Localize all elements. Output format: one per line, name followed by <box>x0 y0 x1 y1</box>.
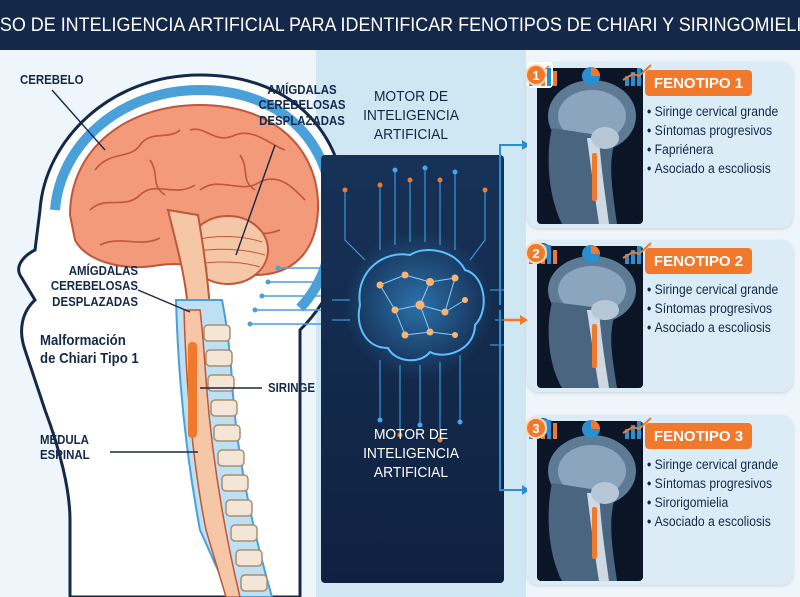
trend-chart-icon <box>622 242 652 264</box>
label-malformacion: Malformación de Chiari Tipo 1 <box>40 332 139 367</box>
circuit-nodes <box>342 177 488 443</box>
phenotype-number-1: 1 <box>525 64 547 86</box>
trend-chart-icon <box>622 417 652 439</box>
phenotype-title-1: FENOTIPO 1 <box>645 70 752 96</box>
motor-title-bottom: MOTOR DE INTELIGENCIA ARTIFICIAL <box>363 426 459 481</box>
phenotype-title-2: FENOTIPO 2 <box>645 248 752 274</box>
mri-scan-3 <box>537 421 643 581</box>
mini-charts-1 <box>529 64 652 86</box>
trait-item: Síntomas progresivos <box>647 299 778 318</box>
label-amigdalas-left: AMÍGDALAS CEREBELOSAS DESPLAZADAS <box>50 263 138 309</box>
motor-title-top: MOTOR DE INTELIGENCIA ARTIFICIAL <box>363 88 459 143</box>
trait-list-3: Siringe cervical grande Síntomas progres… <box>647 455 793 531</box>
trait-item: Sirorigomielia <box>647 493 778 512</box>
ai-brain-outline <box>357 249 485 362</box>
vertebrae <box>203 324 268 592</box>
phenotype-number-2: 2 <box>525 242 547 264</box>
label-amigdalas-top: AMÍGDALAS CEREBELOSAS DESPLAZADAS <box>258 82 346 128</box>
mri-scan-2 <box>537 246 643 388</box>
trait-item: Asociado a escoliosis <box>647 512 778 531</box>
phenotype-card-3[interactable]: FENOTIPO 3 Siringe cervical grande Sínto… <box>527 415 793 585</box>
trend-chart-icon <box>622 64 652 86</box>
illustration <box>17 50 530 597</box>
label-siringe: SIRINGE <box>268 380 316 395</box>
leader-lines <box>51 89 276 453</box>
phenotype-card-1[interactable]: FENOTIPO 1 Siringe cervical grande Sínto… <box>527 62 793 228</box>
neural-nodes <box>376 271 468 339</box>
label-medula: MÉDULA ESPINAL <box>40 432 90 463</box>
trait-item: Siringe cervical grande <box>647 102 779 121</box>
trait-item: Siringe cervical grande <box>647 280 779 299</box>
output-arrows <box>499 144 522 491</box>
brain-folds <box>89 128 306 246</box>
trait-item: Fapriénera <box>647 140 778 159</box>
phenotype-card-2[interactable]: FENOTIPO 2 Siringe cervical grande Sínto… <box>527 240 793 392</box>
phenotype-number-3: 3 <box>525 417 547 439</box>
pie-chart-icon <box>582 420 600 438</box>
syrinx <box>188 342 197 438</box>
phenotype-title-3: FENOTIPO 3 <box>645 423 752 449</box>
label-cerebelo: CEREBELO <box>20 72 84 87</box>
trait-item: Siringe cervical grande <box>647 455 779 474</box>
page-title: USO DE INTELIGENCIA ARTIFICIAL PARA IDEN… <box>0 13 800 36</box>
trait-item: Síntomas progresivos <box>647 121 778 140</box>
header-bar: USO DE INTELIGENCIA ARTIFICIAL PARA IDEN… <box>0 0 800 50</box>
pie-chart-icon <box>582 67 600 85</box>
trait-list-1: Siringe cervical grande Síntomas progres… <box>647 102 793 178</box>
mri-scan-1 <box>537 68 643 224</box>
trait-item: Asociado a escoliosis <box>647 159 778 178</box>
trait-list-2: Siringe cervical grande Síntomas progres… <box>647 280 793 337</box>
pie-chart-icon <box>582 245 600 263</box>
infographic: CEREBELO AMÍGDALAS CEREBELOSAS DESPLAZAD… <box>0 50 800 597</box>
trait-item: Asociado a escoliosis <box>647 318 778 337</box>
trait-item: Síntomas progresivos <box>647 474 778 493</box>
